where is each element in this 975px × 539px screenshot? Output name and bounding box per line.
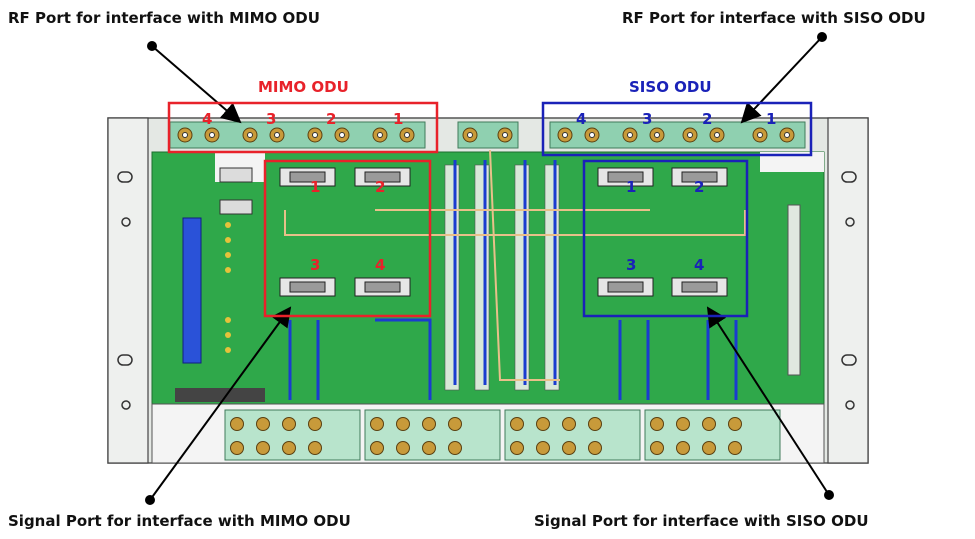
signal-connector	[703, 418, 716, 431]
signal-connector	[231, 418, 244, 431]
db-connector-shell	[290, 282, 325, 292]
signal-connector	[589, 418, 602, 431]
signal-connector	[231, 442, 244, 455]
signal-connector	[423, 442, 436, 455]
db9-left-top	[220, 168, 252, 182]
signal-connector	[677, 442, 690, 455]
siso-signal-port-1: 1	[626, 178, 636, 196]
rf-mimo-callout: RF Port for interface with MIMO ODU	[8, 9, 320, 27]
rack-ear-left	[108, 118, 148, 463]
siso-signal-port-3: 3	[626, 256, 636, 274]
siso-rf-port-2: 2	[702, 110, 712, 128]
rf-connector-pin	[785, 133, 790, 138]
mimo-rf-port-2: 2	[326, 110, 336, 128]
mimo-signal-port-1: 1	[310, 178, 320, 196]
rf-connector-pin	[340, 133, 345, 138]
rf-connector-pin	[628, 133, 633, 138]
signal-connector	[371, 418, 384, 431]
signal-connector	[283, 418, 296, 431]
siso-signal-port-2: 2	[694, 178, 704, 196]
signal-mimo-callout: Signal Port for interface with MIMO ODU	[8, 512, 351, 530]
rf-connector-pin	[313, 133, 318, 138]
rack-ear-right	[828, 118, 868, 463]
rf-siso-callout: RF Port for interface with SISO ODU	[622, 9, 926, 27]
signal-connector	[309, 442, 322, 455]
mimo-rf-port-3: 3	[266, 110, 276, 128]
signal-connector	[423, 418, 436, 431]
siso-rf-port-3: 3	[642, 110, 652, 128]
signal-connector	[563, 442, 576, 455]
signal-connector	[703, 442, 716, 455]
signal-connector	[371, 442, 384, 455]
mimo-signal-port-3: 3	[310, 256, 320, 274]
db-connector-shell	[365, 282, 400, 292]
signal-connector	[651, 442, 664, 455]
signal-siso-callout: Signal Port for interface with SISO ODU	[534, 512, 869, 530]
mimo-rf-port-4: 4	[202, 110, 212, 128]
db-connector-shell	[682, 282, 717, 292]
db9-left-mid	[220, 200, 252, 214]
signal-connector	[309, 418, 322, 431]
signal-connector	[677, 418, 690, 431]
siso-signal-port-4: 4	[694, 256, 704, 274]
signal-connector	[651, 418, 664, 431]
db-connector-shell	[608, 282, 643, 292]
signal-connector	[537, 442, 550, 455]
rf-connector-pin	[688, 133, 693, 138]
rf-connector-pin	[758, 133, 763, 138]
signal-connector	[589, 442, 602, 455]
rf-connector-pin	[503, 133, 508, 138]
signal-connector	[729, 418, 742, 431]
signal-connector	[283, 442, 296, 455]
mimo-rf-port-1: 1	[393, 110, 403, 128]
signal-connector	[511, 442, 524, 455]
rf-connector-pin	[248, 133, 253, 138]
status-led-bar	[183, 218, 201, 363]
rf-connector-pin	[468, 133, 473, 138]
signal-connector	[257, 442, 270, 455]
mimo-signal-port-4: 4	[375, 256, 385, 274]
rf-connector-pin	[378, 133, 383, 138]
signal-connector	[563, 418, 576, 431]
signal-connector	[449, 418, 462, 431]
rf-connector-pin	[183, 133, 188, 138]
power-block	[175, 388, 265, 402]
rf-connector-pin	[275, 133, 280, 138]
rf-connector-pin	[210, 133, 215, 138]
mimo-odu-title: MIMO ODU	[258, 78, 349, 96]
rf-connector-pin	[590, 133, 595, 138]
rf-connector-pin	[655, 133, 660, 138]
right-connector-strip	[788, 205, 800, 375]
signal-connector	[397, 418, 410, 431]
signal-connector	[449, 442, 462, 455]
signal-connector	[397, 442, 410, 455]
mimo-signal-port-2: 2	[375, 178, 385, 196]
rf-connector-pin	[715, 133, 720, 138]
rf-connector-pin	[405, 133, 410, 138]
signal-connector	[537, 418, 550, 431]
signal-connector	[511, 418, 524, 431]
signal-connector	[257, 418, 270, 431]
siso-rf-port-1: 1	[766, 110, 776, 128]
siso-rf-port-4: 4	[576, 110, 586, 128]
rf-connector-pin	[563, 133, 568, 138]
siso-odu-title: SISO ODU	[629, 78, 712, 96]
signal-connector	[729, 442, 742, 455]
